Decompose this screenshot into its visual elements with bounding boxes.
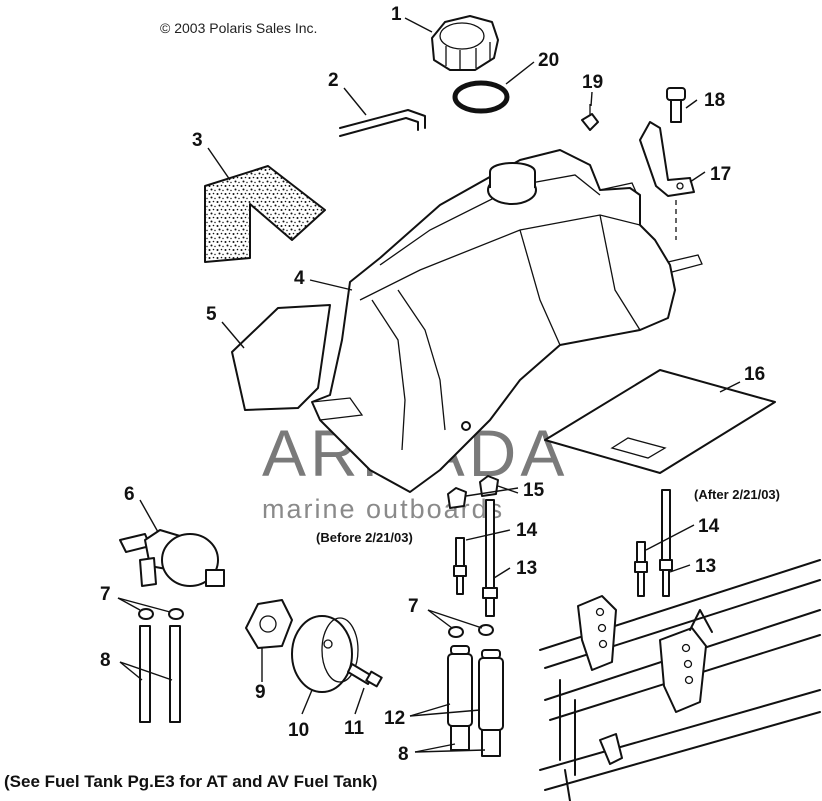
callout-9: 9 [255, 682, 266, 703]
callout-16: 16 [744, 364, 765, 385]
callout-8-left: 8 [100, 650, 111, 671]
callout-13-after: 13 [695, 556, 716, 577]
heat-shield [231, 304, 331, 411]
callout-18: 18 [704, 90, 725, 111]
tank-grommets [447, 475, 499, 509]
callout-8-center: 8 [398, 744, 409, 765]
callout-2: 2 [328, 70, 339, 91]
note-after-date: (After 2/21/03) [694, 487, 780, 502]
pump-screw [347, 663, 383, 688]
fuel-tank [311, 149, 703, 493]
callout-7-center: 7 [408, 596, 419, 617]
hose-clamps-left [138, 608, 184, 620]
fuel-cap [431, 15, 499, 71]
fuel-fittings-after [634, 489, 673, 597]
watermark-tagline: marine outboards [262, 494, 504, 524]
callout-15: 15 [523, 480, 545, 501]
footer-note: (See Fuel Tank Pg.E3 for AT and AV Fuel … [4, 772, 377, 791]
vent-fitting [581, 104, 599, 131]
callout-4: 4 [294, 268, 305, 289]
fuel-hoses-left [139, 625, 181, 723]
callout-6: 6 [124, 484, 135, 505]
fuel-fittings-before [453, 499, 498, 617]
mounting-bolt [666, 87, 686, 123]
callout-5: 5 [206, 304, 217, 325]
o-ring [452, 80, 510, 114]
callout-7-left: 7 [100, 584, 111, 605]
callout-labels: 1 20 2 19 18 17 3 4 5 16 15 14 13 14 13 … [100, 4, 765, 765]
callout-13-before: 13 [516, 558, 537, 579]
tank-bracket [639, 121, 695, 240]
pump-mount-plate [245, 599, 293, 649]
callout-3: 3 [192, 130, 203, 151]
foam-pad [204, 165, 326, 263]
tank-pad [544, 369, 776, 474]
note-before-date: (Before 2/21/03) [316, 530, 413, 545]
callout-20: 20 [538, 50, 559, 71]
hose-clamps-center [448, 624, 494, 638]
callout-1: 1 [391, 4, 402, 25]
hose-sleeves [447, 645, 504, 757]
leader-lines [117, 17, 741, 753]
callout-12: 12 [384, 708, 405, 729]
callout-14-after: 14 [698, 516, 720, 537]
callout-19: 19 [582, 72, 603, 93]
callout-17: 17 [710, 164, 731, 185]
copyright-text: © 2003 Polaris Sales Inc. [160, 20, 317, 36]
vent-hose [339, 109, 426, 137]
fuel-pump [119, 529, 225, 587]
callout-14-before: 14 [516, 520, 538, 541]
vehicle-frame [539, 559, 821, 801]
callout-10: 10 [288, 720, 309, 741]
pump-cup [291, 615, 359, 693]
callout-11: 11 [344, 718, 365, 739]
